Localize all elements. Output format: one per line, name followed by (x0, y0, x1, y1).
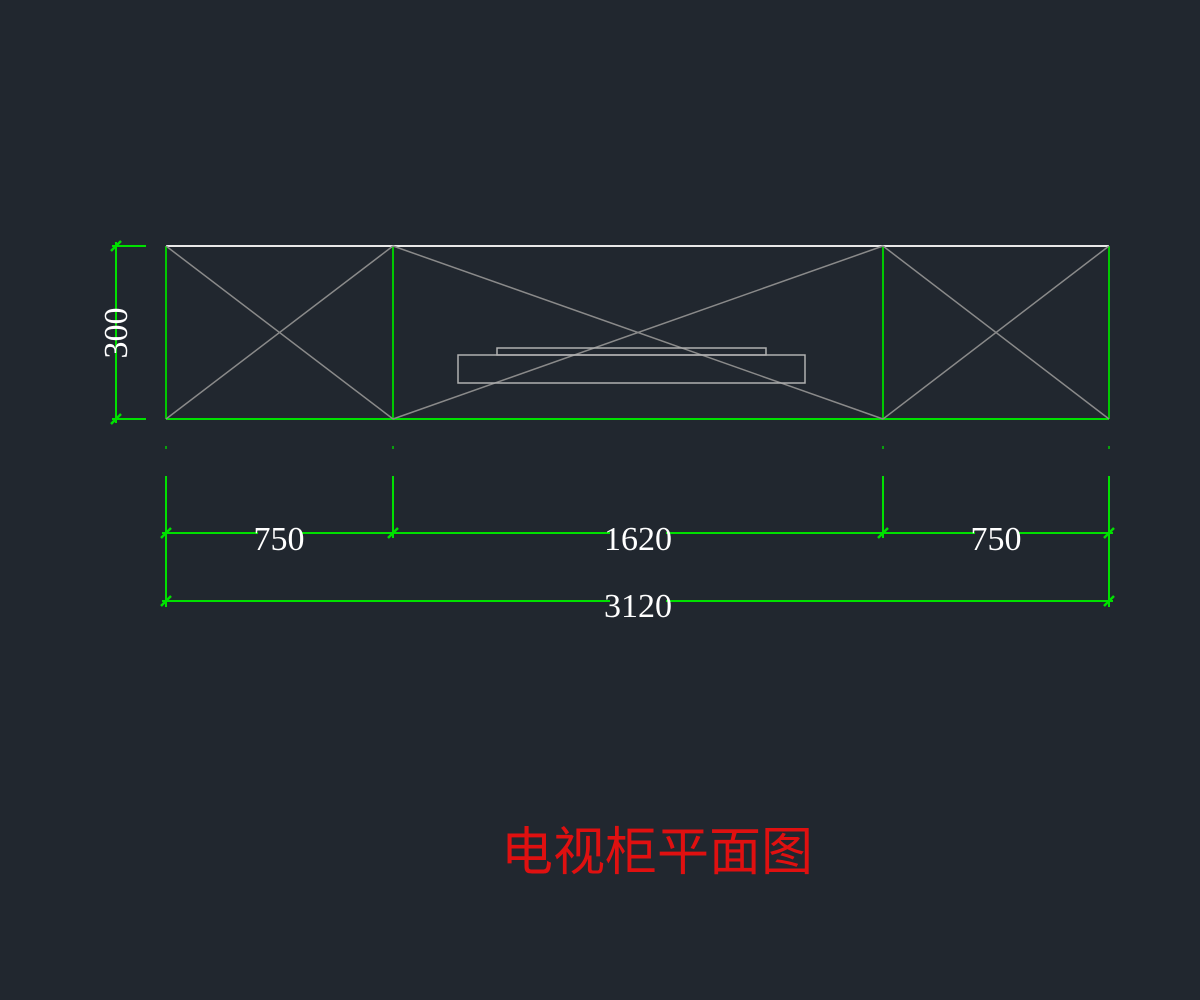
segment-label-bg-1 (258, 515, 300, 549)
segment-label-right: 750 (971, 521, 1022, 558)
segment-tick-2 (387, 527, 399, 539)
drawing-title: 电视柜平面图 (501, 823, 813, 883)
segment-label-left: 750 (254, 521, 305, 558)
segment-dimensions: 750 1620 750 (160, 476, 1115, 607)
tv-screen-top (496, 347, 767, 356)
depth-dimension-label: 300 (98, 308, 135, 359)
segment-label-middle: 1620 (604, 521, 672, 558)
depth-tick-top (110, 240, 122, 252)
left-compartment-cross-b (165, 245, 394, 420)
depth-dimension: 300 (98, 240, 146, 425)
middle-compartment-cross-b (392, 245, 884, 420)
cabinet-plan (165, 245, 1110, 420)
total-width-label: 3120 (604, 588, 672, 625)
total-tick-right (1103, 595, 1115, 607)
total-label-bg (610, 586, 666, 616)
right-compartment-cross-b (882, 245, 1110, 420)
depth-tick-bottom (110, 413, 122, 425)
total-width-dimension: 3120 (160, 586, 1115, 625)
total-tick-left (160, 595, 172, 607)
segment-tick-4 (1103, 527, 1115, 539)
segment-tick-1 (160, 527, 172, 539)
segment-label-bg-2 (610, 515, 666, 549)
extension-markers (165, 446, 1110, 449)
segment-tick-3 (877, 527, 889, 539)
segment-label-bg-3 (975, 515, 1017, 549)
